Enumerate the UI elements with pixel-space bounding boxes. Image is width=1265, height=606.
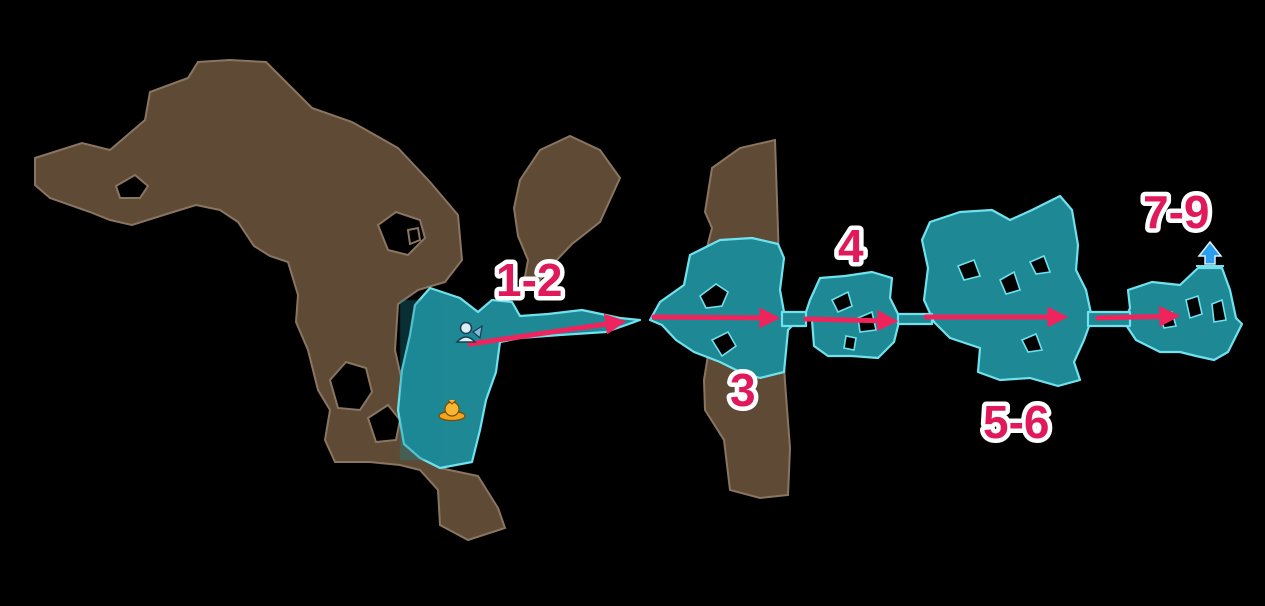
route-arrow-5 <box>1095 305 1181 327</box>
route-arrows <box>467 305 1181 347</box>
route-arrow-1 <box>467 313 627 347</box>
exit-arrow-icon <box>1196 240 1224 267</box>
stage-label-3: 3 <box>730 364 756 416</box>
stage-label-5-6: 5-6 <box>983 396 1049 448</box>
unexplored-holes <box>114 173 427 444</box>
stage-label-4: 4 <box>838 220 864 272</box>
explored-fade <box>400 300 440 460</box>
explored-region-3 <box>648 236 802 380</box>
stage-label-7-9: 7-9 <box>1143 186 1209 238</box>
stage-labels: 1-2 3 4 5-6 7-9 <box>492 182 1214 453</box>
unexplored-region-north-spur <box>512 134 622 283</box>
stage-label-1-2: 1-2 <box>496 254 562 306</box>
gold-token-icon <box>438 399 466 422</box>
connector-corridor-3-4 <box>780 310 808 328</box>
explored-region-7-9 <box>1122 266 1244 362</box>
party-start-icon <box>455 321 483 343</box>
route-arrow-3 <box>803 310 899 332</box>
route-arrow-2 <box>651 307 781 329</box>
